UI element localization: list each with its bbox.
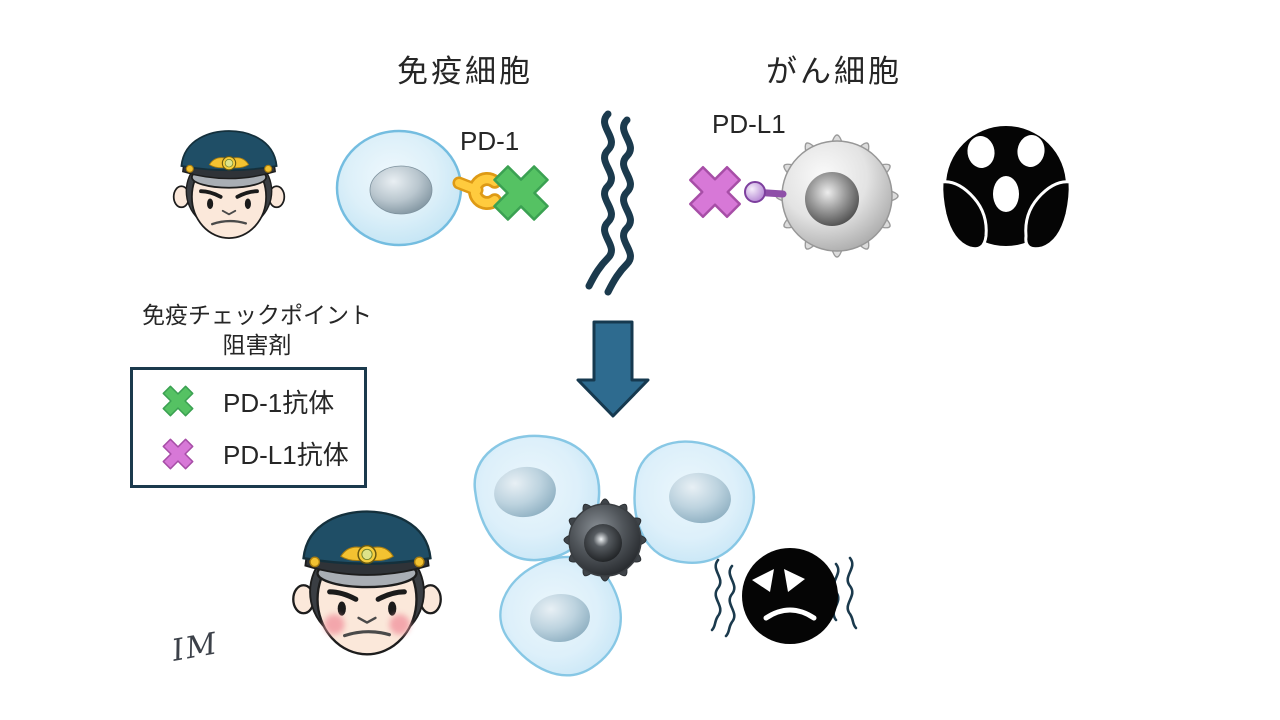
immune-cell-cluster-icon — [473, 427, 768, 699]
legend-item: PD-L1抗体 — [133, 433, 364, 475]
pdl1-antibody-cross-icon — [689, 166, 741, 218]
police-hat-icon — [180, 130, 278, 172]
cancer-cell-nucleus — [805, 172, 859, 226]
police-officer-activated-icon — [292, 510, 442, 656]
legend-item-label: PD-L1抗体 — [223, 440, 349, 471]
attacked-cancer-cell-icon — [563, 498, 647, 582]
legend-item: PD-1抗体 — [133, 380, 364, 422]
down-arrow-icon — [576, 320, 650, 418]
police-hat-icon — [302, 510, 432, 565]
legend-item-label: PD-1抗体 — [223, 387, 335, 418]
immune-cell-title: 免疫細胞 — [397, 54, 533, 89]
pd1-antibody-cross-icon — [493, 165, 549, 221]
pdl1-label: PD-L1 — [712, 109, 786, 139]
pd1-receptor-icon — [452, 172, 502, 210]
cancer-cell-title: がん細胞 — [766, 54, 902, 89]
magenta-cross-icon — [162, 438, 194, 470]
legend-title: 免疫チェックポイント 阻害剤 — [142, 300, 372, 361]
police-officer-icon — [172, 130, 286, 239]
pd1-label: PD-1 — [460, 126, 520, 156]
legend-box: PD-1抗体 PD-L1抗体 — [130, 367, 367, 488]
scream-face-icon — [940, 126, 1072, 251]
pdl1-ligand-icon — [744, 181, 787, 203]
immune-cell-nucleus — [369, 165, 433, 215]
green-cross-icon — [162, 385, 194, 417]
immune-cell-icon — [335, 129, 549, 247]
legend-title-line2: 阻害剤 — [222, 332, 292, 359]
tremble-lines-icon — [710, 556, 858, 638]
blush-icon — [324, 614, 345, 635]
legend-title-line1: 免疫チェックポイント — [142, 302, 372, 328]
signature: IM — [169, 626, 222, 669]
sad-face-icon — [710, 548, 858, 644]
blush-icon — [389, 614, 410, 635]
blocked-signal-squiggle-icon — [585, 110, 634, 296]
cancer-cell-icon — [689, 134, 899, 258]
